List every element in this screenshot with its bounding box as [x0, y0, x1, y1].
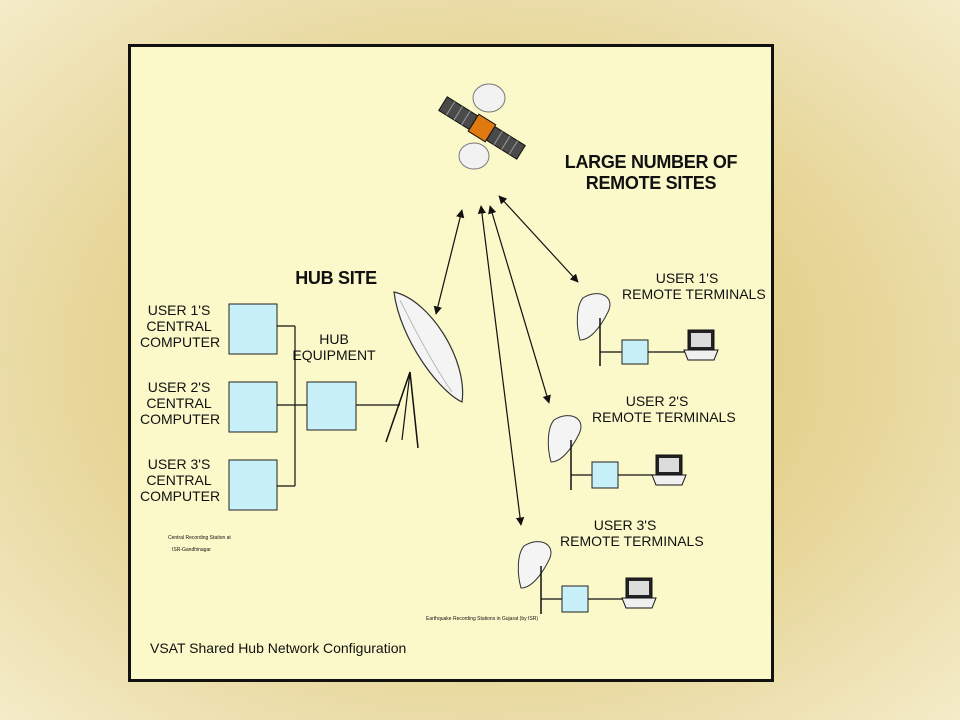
- central-computer-box-2: [228, 381, 278, 433]
- laptop-icon: [683, 329, 719, 361]
- central-computer-boxes: [228, 303, 278, 511]
- satellite-icon: [438, 83, 526, 170]
- central-computer-1-line1: USER 1'S: [147, 302, 211, 318]
- remote-site-3: [517, 541, 657, 614]
- central-computer-1-line2: CENTRAL: [146, 318, 212, 335]
- hub-note-line1: Central Recording Station at: [168, 535, 231, 541]
- hub-equipment-box: [306, 381, 357, 431]
- hub-equipment-line2: EQUIPMENT: [292, 347, 376, 364]
- hub-equipment-line1: HUB: [319, 331, 349, 347]
- remote-sites-heading: LARGE NUMBER OF REMOTE SITES: [556, 152, 746, 193]
- remote-terminals-3-line1: USER 3'S: [593, 517, 657, 533]
- remote-note: Earthquake Recording Stations in Gujarat…: [426, 616, 538, 622]
- remote-terminal-box: [621, 339, 649, 365]
- hub-note-line2: ISR-Gandhinagar: [172, 547, 211, 553]
- central-computer-2-line1: USER 2'S: [147, 379, 211, 395]
- hub-dish-antenna-icon: [385, 291, 464, 449]
- remote-dish-antenna-icon: [547, 415, 582, 490]
- remote-terminals-label-1: USER 1'S REMOTE TERMINALS: [622, 270, 766, 303]
- laptop-icon: [651, 454, 687, 486]
- remote-terminal-box: [561, 585, 589, 613]
- hub-equipment-label: HUB EQUIPMENT: [292, 331, 376, 363]
- remote-site-1: [576, 293, 719, 366]
- remote-terminal-box: [591, 461, 619, 489]
- central-computer-label-3: USER 3'S CENTRAL COMPUTER: [140, 456, 221, 505]
- central-computer-2-line3: COMPUTER: [140, 411, 221, 428]
- central-computer-box-3: [228, 459, 278, 511]
- hub-site-label: HUB SITE: [295, 268, 377, 288]
- remote-dish-antenna-icon: [517, 541, 552, 614]
- satellite-links: [433, 195, 579, 526]
- laptop-icon: [621, 577, 657, 609]
- remote-terminals-3-line2: REMOTE TERMINALS: [560, 533, 704, 550]
- central-computer-3-line3: COMPUTER: [140, 488, 221, 505]
- central-computer-3-line2: CENTRAL: [146, 472, 212, 489]
- remote-site-2: [547, 415, 687, 490]
- hub-connections: [277, 325, 400, 487]
- central-computer-box-1: [228, 303, 278, 355]
- central-computer-2-line2: CENTRAL: [146, 395, 212, 412]
- remote-heading-line1: LARGE NUMBER OF: [564, 152, 738, 172]
- remote-dish-antenna-icon: [576, 293, 611, 366]
- diagram-title: VSAT Shared Hub Network Configuration: [150, 640, 407, 656]
- remote-terminals-2-line1: USER 2'S: [625, 393, 689, 409]
- central-computer-3-line1: USER 3'S: [147, 456, 211, 472]
- central-computer-label-1: USER 1'S CENTRAL COMPUTER: [140, 302, 221, 351]
- remote-terminals-label-3: USER 3'S REMOTE TERMINALS: [560, 517, 704, 550]
- remote-terminals-1-line2: REMOTE TERMINALS: [622, 286, 766, 303]
- remote-terminals-label-2: USER 2'S REMOTE TERMINALS: [592, 393, 736, 426]
- central-computer-label-2: USER 2'S CENTRAL COMPUTER: [140, 379, 221, 428]
- central-computer-1-line3: COMPUTER: [140, 334, 221, 351]
- remote-terminals-1-line1: USER 1'S: [655, 270, 719, 286]
- remote-heading-line2: REMOTE SITES: [585, 172, 717, 193]
- remote-terminals-2-line2: REMOTE TERMINALS: [592, 409, 736, 426]
